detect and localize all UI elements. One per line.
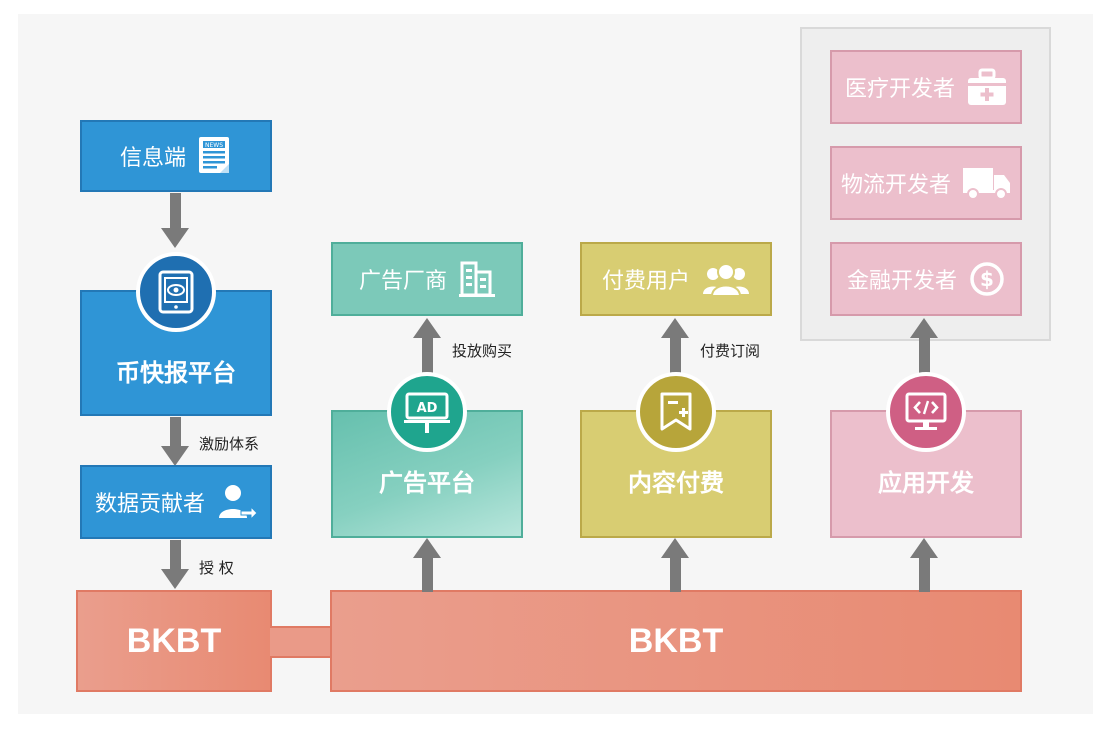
info-end-box: 信息端 NEWS bbox=[80, 120, 272, 192]
authorize-note: 授 权 bbox=[199, 559, 234, 577]
arrow-platform-to-contributor bbox=[170, 417, 181, 447]
content-platform-label: 内容付费 bbox=[628, 468, 724, 497]
arrow-ad-up bbox=[422, 338, 433, 390]
arrow-token-to-ad bbox=[422, 556, 433, 592]
subscribe-note: 付费订阅 bbox=[700, 342, 761, 360]
arrow-head bbox=[413, 318, 441, 338]
info-end-label: 信息端 bbox=[119, 146, 186, 171]
arrow-head bbox=[413, 538, 441, 558]
arrow-app-up bbox=[919, 338, 930, 390]
finance-dev-label: 金融开发者 bbox=[846, 269, 957, 294]
arrow-token-to-app bbox=[919, 556, 930, 592]
ad-vendor-label: 广告厂商 bbox=[358, 269, 447, 294]
arrow-head bbox=[910, 318, 938, 338]
arrow-head bbox=[161, 569, 189, 589]
arrow-head bbox=[661, 538, 689, 558]
arrow-head bbox=[161, 446, 189, 466]
paid-user-label: 付费用户 bbox=[601, 269, 690, 294]
billboard-icon: AD bbox=[387, 372, 467, 452]
app-platform-box: 应用开发 bbox=[830, 410, 1022, 538]
incentive-note: 激励体系 bbox=[199, 435, 260, 453]
arrow-head bbox=[161, 228, 189, 248]
contributor-label: 数据贡献者 bbox=[94, 492, 205, 517]
medical-dev-label: 医疗开发者 bbox=[844, 77, 955, 102]
tablet-eye-icon bbox=[136, 252, 216, 332]
arrow-token-to-content bbox=[670, 556, 681, 592]
medical-dev-box: 医疗开发者 bbox=[830, 50, 1022, 124]
medkit-icon bbox=[967, 68, 1007, 106]
logistics-dev-label: 物流开发者 bbox=[840, 173, 951, 198]
token-bar-main: BKBT bbox=[330, 590, 1022, 692]
users-icon bbox=[702, 262, 750, 296]
arrow-head bbox=[661, 318, 689, 338]
svg-text:NEWS: NEWS bbox=[205, 142, 223, 149]
app-platform-label: 应用开发 bbox=[878, 468, 974, 497]
platform-label: 币快报平台 bbox=[116, 358, 236, 387]
ad-vendor-box: 广告厂商 bbox=[331, 242, 523, 316]
arrow-content-up bbox=[670, 338, 681, 390]
bookmark-plus-icon bbox=[636, 372, 716, 452]
finance-dev-box: 金融开发者 $ bbox=[830, 242, 1022, 316]
logistics-dev-box: 物流开发者 bbox=[830, 146, 1022, 220]
news-icon: NEWS bbox=[198, 136, 232, 176]
billboard-ad-text: AD bbox=[417, 401, 438, 416]
token-bar-left: BKBT bbox=[76, 590, 272, 692]
monitor-code-icon bbox=[886, 372, 966, 452]
svg-text:$: $ bbox=[980, 267, 994, 291]
arrow-info-to-platform bbox=[170, 193, 181, 229]
arrow-head bbox=[910, 538, 938, 558]
building-icon bbox=[459, 260, 495, 298]
arrow-contributor-to-token bbox=[170, 540, 181, 570]
buy-note: 投放购买 bbox=[452, 342, 513, 360]
truck-icon bbox=[963, 166, 1011, 200]
token-left-label: BKBT bbox=[126, 621, 222, 660]
contributor-box: 数据贡献者 bbox=[80, 465, 272, 539]
paid-user-box: 付费用户 bbox=[580, 242, 772, 316]
ad-platform-label: 广告平台 bbox=[379, 468, 475, 497]
dollar-icon: $ bbox=[969, 261, 1005, 297]
token-main-label: BKBT bbox=[628, 621, 724, 660]
token-connector bbox=[270, 626, 332, 658]
user-transfer-icon bbox=[217, 482, 257, 522]
